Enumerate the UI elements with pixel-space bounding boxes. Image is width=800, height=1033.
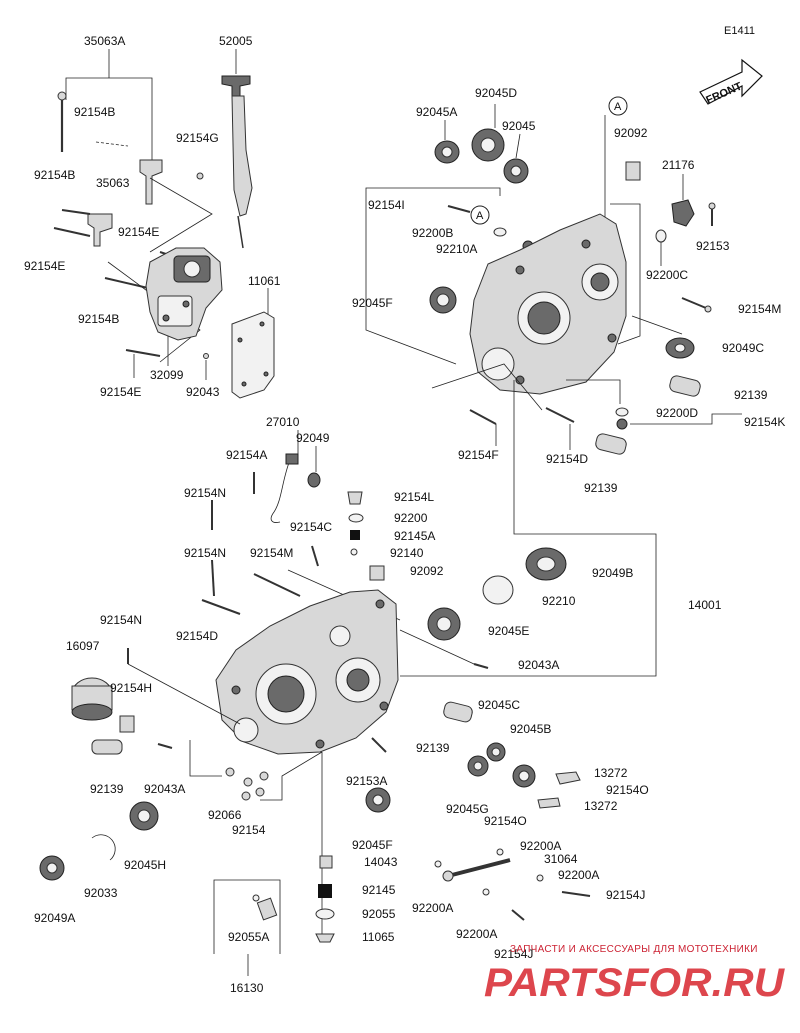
label-92154A: 92154A [226, 448, 267, 462]
label-92154C: 92154C [290, 520, 332, 534]
label-92049C: 92049C [722, 341, 764, 355]
label-92154D-2: 92154D [176, 629, 218, 643]
label-13272-1: 13272 [594, 766, 628, 780]
label-92045D: 92045D [475, 86, 517, 100]
label-16097: 16097 [66, 639, 100, 653]
watermark-brand: PARTSFOR.RU [484, 961, 785, 1005]
front-arrow-icon: FRONT [699, 58, 763, 107]
label-92145A: 92145A [394, 529, 435, 543]
label-92049B: 92049B [592, 566, 633, 580]
label-52005: 52005 [219, 34, 253, 48]
label-92154O-1: 92154O [606, 783, 649, 797]
label-92154E-3: 92154E [100, 385, 141, 399]
label-92154I: 92154I [368, 198, 405, 212]
label-21176: 21176 [662, 158, 695, 172]
label-92200B: 92200B [412, 226, 453, 240]
label-92200D: 92200D [656, 406, 698, 420]
left-crankcase-group [39, 430, 591, 976]
label-92154N-2: 92154N [184, 546, 226, 560]
label-92154J-1: 92154J [606, 888, 645, 902]
label-92154H: 92154H [110, 681, 152, 695]
label-31064: 31064 [544, 852, 578, 866]
label-92049: 92049 [296, 431, 330, 445]
callout-a-2: A [614, 101, 622, 113]
label-92154B-3: 92154B [78, 312, 119, 326]
label-92092-2: 92092 [410, 564, 444, 578]
label-92043: 92043 [186, 385, 220, 399]
label-35063: 35063 [96, 176, 130, 190]
label-92154N-1: 92154N [184, 486, 226, 500]
label-92045: 92045 [502, 119, 536, 133]
label-92153-1: 92153 [696, 239, 730, 253]
label-92139-3: 92139 [416, 741, 450, 755]
label-92154B-2: 92154B [34, 168, 75, 182]
label-92154G: 92154G [176, 131, 219, 145]
label-13272-2: 13272 [584, 799, 618, 813]
label-92200A-2: 92200A [558, 868, 599, 882]
label-92045A: 92045A [416, 105, 457, 119]
label-92200A-4: 92200A [456, 927, 497, 941]
oil-pump-group [53, 49, 275, 399]
label-92154: 92154 [232, 823, 266, 837]
callout-a-1: A [476, 210, 484, 222]
label-92154K: 92154K [744, 415, 785, 429]
label-92154F: 92154F [458, 448, 499, 462]
label-92154O-2: 92154O [484, 814, 527, 828]
bracket-14001 [400, 380, 657, 677]
label-14001: 14001 [688, 598, 722, 612]
label-92045E: 92045E [488, 624, 529, 638]
label-92139-1: 92139 [734, 388, 768, 402]
label-92055: 92055 [362, 907, 396, 921]
label-92154D-1: 92154D [546, 452, 588, 466]
label-92210: 92210 [542, 594, 576, 608]
part-labels: 35063A 52005 92154B 92154G 92154B 35063 … [24, 34, 785, 995]
label-32099: 32099 [150, 368, 184, 382]
label-92154E-1: 92154E [118, 225, 159, 239]
label-92154L: 92154L [394, 490, 434, 504]
label-92200A-3: 92200A [412, 901, 453, 915]
label-92200A-1: 92200A [520, 839, 561, 853]
label-92092-1: 92092 [614, 126, 648, 140]
label-92200C: 92200C [646, 268, 688, 282]
label-92200: 92200 [394, 511, 428, 525]
label-92045B: 92045B [510, 722, 551, 736]
label-92140: 92140 [390, 546, 424, 560]
label-92139-4: 92139 [90, 782, 124, 796]
label-92045F-1: 92045F [352, 296, 393, 310]
label-35063A: 35063A [84, 34, 125, 48]
watermark-tagline: ЗАПЧАСТИ И АКСЕССУАРЫ ДЛЯ МОТОТЕХНИКИ [510, 944, 758, 955]
label-92154N-3: 92154N [100, 613, 142, 627]
right-crankcase-group: A A [365, 96, 742, 455]
label-92153A: 92153A [346, 774, 387, 788]
label-92154J-2: 92154J [494, 947, 533, 961]
diagram-code: E1411 [724, 25, 755, 37]
label-92043A-1: 92043A [518, 658, 559, 672]
label-27010: 27010 [266, 415, 300, 429]
label-92045C: 92045C [478, 698, 520, 712]
label-92045F-2: 92045F [352, 838, 393, 852]
label-92154M-1: 92154M [738, 302, 781, 316]
label-92154M-2: 92154M [250, 546, 293, 560]
label-14043: 14043 [364, 855, 398, 869]
label-92145: 92145 [362, 883, 396, 897]
label-92154B-1: 92154B [74, 105, 115, 119]
watermark-logo: ЗАПЧАСТИ И АКСЕССУАРЫ ДЛЯ МОТОТЕХНИКИ PA… [484, 944, 785, 1005]
label-92154E-2: 92154E [24, 259, 65, 273]
label-92045H: 92045H [124, 858, 166, 872]
label-92043A-2: 92043A [144, 782, 185, 796]
label-92045G: 92045G [446, 802, 489, 816]
label-92033: 92033 [84, 886, 118, 900]
label-11061: 11061 [248, 274, 281, 288]
label-92055A: 92055A [228, 930, 269, 944]
label-92049A: 92049A [34, 911, 75, 925]
label-92210A: 92210A [436, 242, 477, 256]
label-11065: 11065 [362, 930, 395, 944]
label-92066: 92066 [208, 808, 242, 822]
label-92139-2: 92139 [584, 481, 618, 495]
label-16130: 16130 [230, 981, 264, 995]
